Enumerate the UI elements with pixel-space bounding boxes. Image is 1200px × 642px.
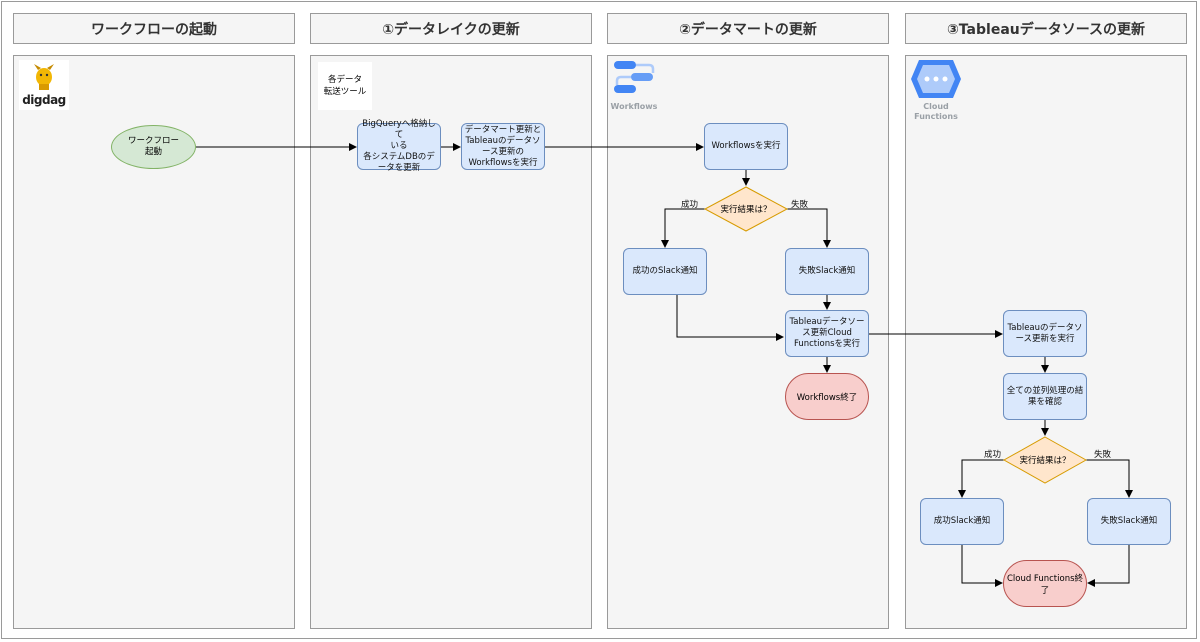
cf-tableau-update-node: Tableauのデータソ ース更新を実行 bbox=[1003, 310, 1087, 357]
workflows-icon bbox=[614, 61, 655, 93]
cf-check-results-node: 全ての並列処理の結 果を確認 bbox=[1003, 373, 1087, 420]
cloud-functions-end-node: Cloud Functions終了 bbox=[1003, 560, 1087, 607]
edge-cf-success-to-end bbox=[961, 545, 1003, 587]
cf-no-label: 失敗 bbox=[1094, 450, 1112, 460]
cloud-functions-icon bbox=[911, 60, 961, 98]
digdag-icon bbox=[34, 64, 54, 90]
workflows-logo bbox=[611, 58, 659, 104]
wf-success-slack-node: 成功のSlack通知 bbox=[623, 248, 707, 295]
lane-header-datamart: ②データマートの更新 bbox=[607, 13, 889, 44]
workflows-logo-caption: Workflows bbox=[610, 102, 658, 111]
start-node: ワークフロー 起動 bbox=[111, 125, 196, 169]
wf-no-label: 失敗 bbox=[791, 200, 809, 210]
cf-decision-shape bbox=[1002, 436, 1088, 484]
cf-yes-label: 成功 bbox=[984, 450, 1002, 460]
cf-success-slack-node: 成功Slack通知 bbox=[920, 498, 1004, 545]
edge-cf-decision-no bbox=[1086, 459, 1133, 498]
edge-wf-decision-no bbox=[787, 208, 831, 248]
workflows-exec-node: Workflowsを実行 bbox=[704, 123, 788, 170]
mart-trigger-node: データマート更新と Tableauのデータソ ース更新の Workflowsを実… bbox=[461, 123, 545, 170]
edge-wf-decision-yes bbox=[661, 208, 705, 248]
wf-decision-shape bbox=[703, 186, 789, 232]
wf-failure-slack-node: 失敗Slack通知 bbox=[785, 248, 869, 295]
workflows-end-node: Workflows終了 bbox=[785, 373, 869, 420]
wf-yes-label: 成功 bbox=[681, 200, 699, 210]
edge-cf-decision-yes bbox=[958, 459, 1004, 498]
digdag-logo: digdag bbox=[19, 60, 69, 110]
lane-header-workflow-start: ワークフローの起動 bbox=[13, 13, 295, 44]
transfer-tool-label: 各データ 転送ツール bbox=[318, 62, 372, 110]
lane-header-tableau: ③Tableauデータソースの更新 bbox=[905, 13, 1187, 44]
edge-wf-success-to-tableau bbox=[676, 295, 784, 341]
edge-cf-failure-to-end bbox=[1087, 545, 1130, 587]
cf-failure-slack-node: 失敗Slack通知 bbox=[1087, 498, 1171, 545]
cloud-functions-logo-caption: Cloud Functions bbox=[914, 102, 958, 121]
bigquery-update-node: BigQueryへ格納して いる 各システムDBのデ ータを更新 bbox=[357, 119, 441, 173]
digdag-wordmark: digdag bbox=[22, 93, 66, 107]
lane-header-datalake: ①データレイクの更新 bbox=[310, 13, 592, 44]
tableau-functions-exec-node: Tableauデータソー ス更新Cloud Functionsを実行 bbox=[785, 310, 869, 357]
cloud-functions-logo bbox=[909, 58, 963, 104]
